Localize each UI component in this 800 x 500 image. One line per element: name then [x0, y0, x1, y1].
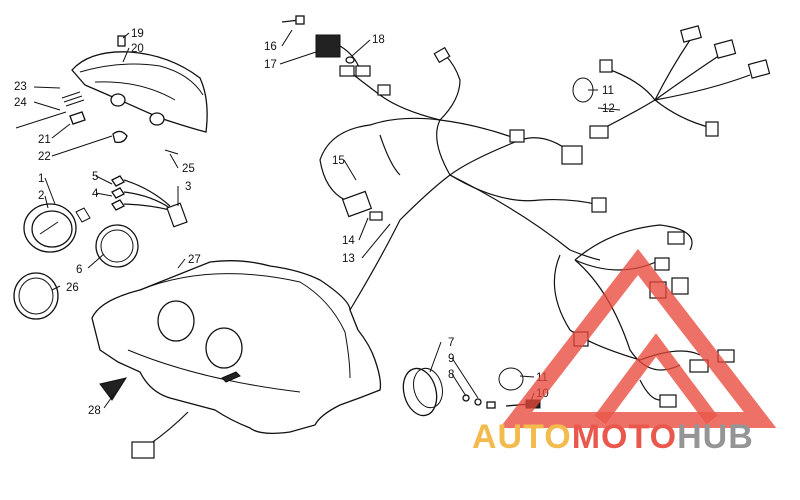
callout-6: 6: [76, 264, 82, 276]
regulator-assembly: [281, 15, 371, 77]
callout-1: 1: [38, 173, 44, 185]
main-harness: [319, 46, 735, 408]
watermark-auto: AUTO: [472, 418, 572, 456]
callout-28: 28: [88, 405, 101, 417]
callout-12: 12: [602, 103, 615, 115]
headlight-assembly: [15, 35, 208, 155]
callout-9: 9: [448, 353, 454, 365]
callout-21: 21: [38, 134, 51, 146]
callout-15: 15: [332, 155, 345, 167]
callout-17: 17: [264, 59, 277, 71]
watermark-hub: HUB: [677, 418, 754, 456]
callout-25: 25: [182, 163, 195, 175]
callout-16: 16: [264, 41, 277, 53]
callout-11-top: 11: [602, 85, 614, 97]
callout-23: 23: [14, 81, 27, 93]
dash-housing: [91, 260, 382, 459]
gauge-assembly: [13, 175, 188, 320]
callout-8: 8: [448, 369, 454, 381]
watermark: AUTOMOTOHUB: [472, 248, 777, 456]
watermark-moto: MOTO: [572, 418, 677, 456]
callout-13: 13: [342, 253, 355, 265]
callout-18: 18: [372, 34, 385, 46]
callout-27: 27: [188, 254, 201, 266]
right-harness: [572, 25, 771, 139]
callout-5: 5: [92, 171, 98, 183]
callout-20: 20: [131, 43, 144, 55]
callout-3: 3: [185, 181, 191, 193]
watermark-text: AUTOMOTOHUB: [472, 418, 754, 456]
callouts: 19 20 23 24 21 22 25 1 2 5 4 3 6 26 27 2…: [14, 28, 615, 417]
callout-26: 26: [66, 282, 79, 294]
callout-24: 24: [14, 97, 27, 109]
callout-4: 4: [92, 188, 99, 200]
watermark-logo: [499, 248, 777, 428]
callout-22: 22: [38, 151, 51, 163]
callout-19: 19: [131, 28, 144, 40]
callout-7: 7: [448, 337, 454, 349]
callout-2: 2: [38, 190, 44, 202]
callout-14: 14: [342, 235, 355, 247]
